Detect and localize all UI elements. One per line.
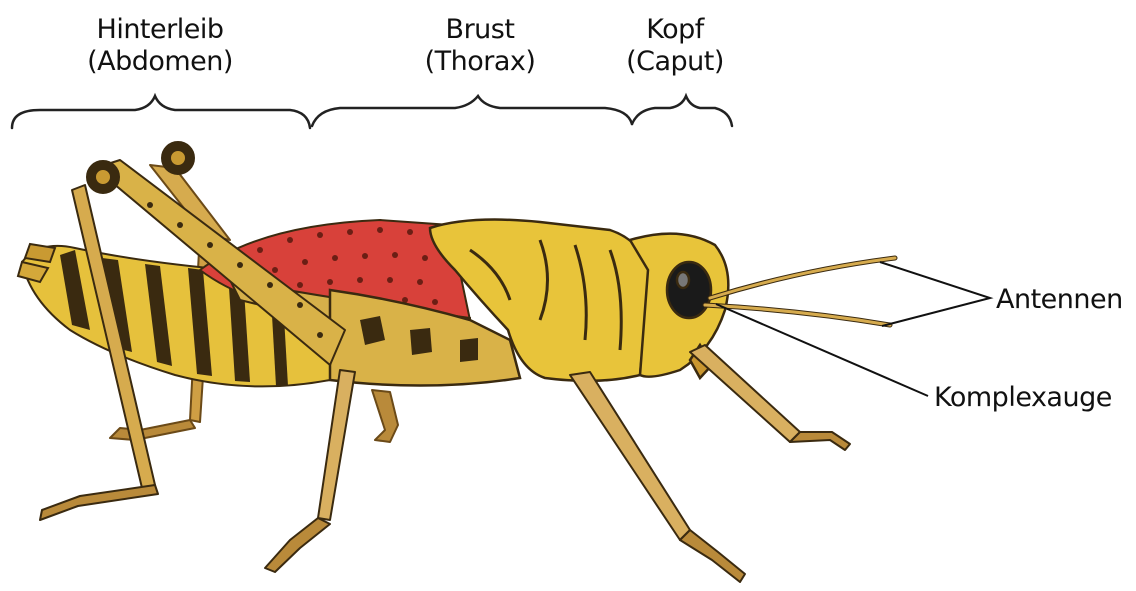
head-label: Kopf (Caput) — [590, 14, 760, 78]
compound-eye-label: Komplexauge — [934, 382, 1112, 414]
far-hind-knee — [162, 142, 194, 174]
head-latin: (Caput) — [590, 46, 760, 78]
abdomen-name: Hinterleib — [60, 14, 260, 46]
antennae — [705, 258, 895, 325]
thorax-name: Brust — [380, 14, 580, 46]
head-name: Kopf — [590, 14, 760, 46]
thorax-bracket — [312, 96, 632, 126]
abdomen-label: Hinterleib (Abdomen) — [60, 14, 260, 78]
head-bracket — [632, 96, 732, 126]
abdomen-bracket — [12, 96, 310, 128]
thorax-latin: (Thorax) — [380, 46, 580, 78]
segment-brackets — [12, 96, 732, 128]
thorax-label: Brust (Thorax) — [380, 14, 580, 78]
antennae-label: Antennen — [996, 284, 1123, 316]
eye-callout-line — [716, 304, 928, 396]
abdomen-latin: (Abdomen) — [60, 46, 260, 78]
antennae-callout-line — [880, 262, 990, 326]
compound-eye — [667, 262, 711, 318]
middle-leg — [265, 370, 355, 572]
